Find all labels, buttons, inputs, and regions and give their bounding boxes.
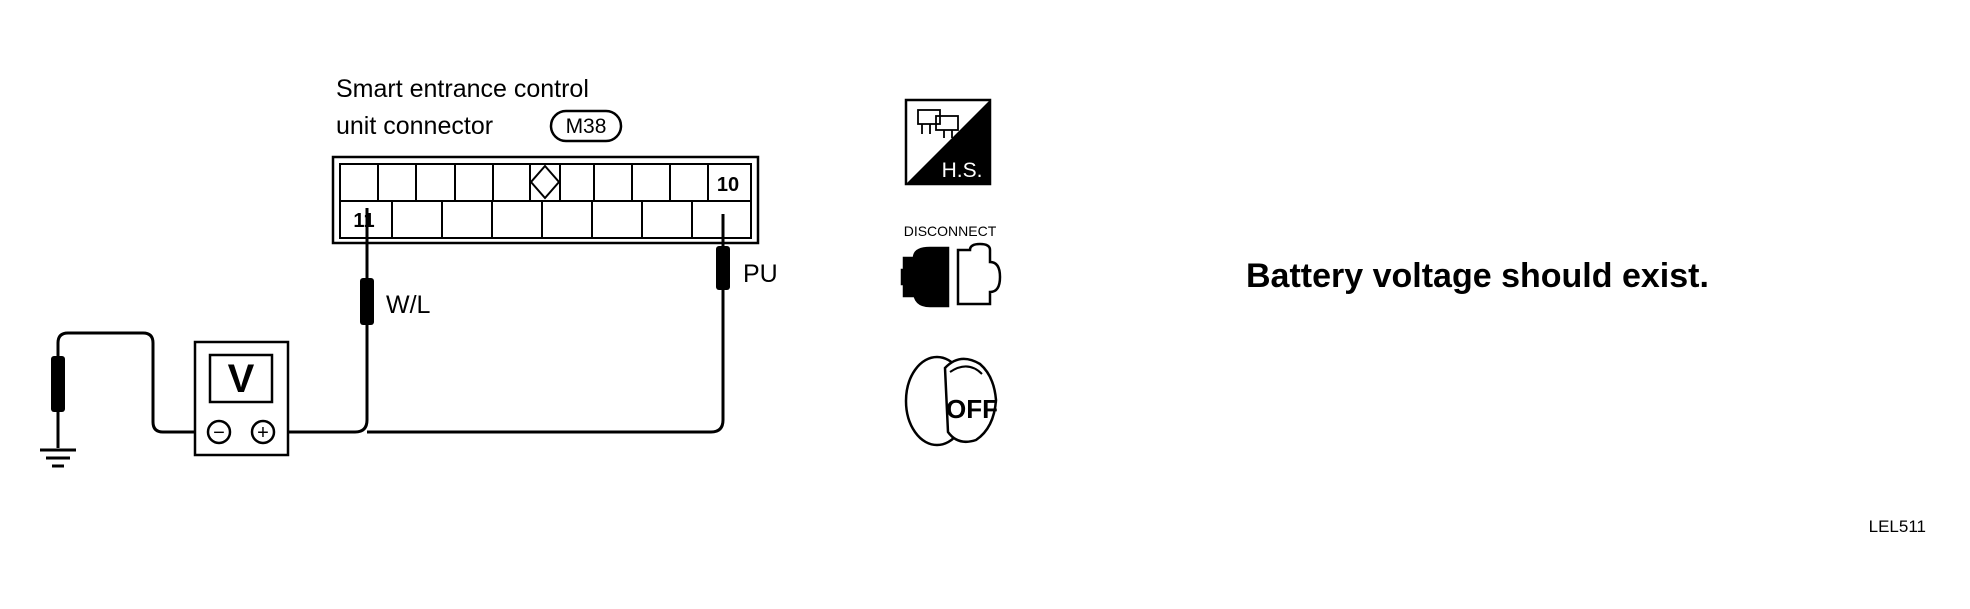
figure-code: LEL511 <box>1869 517 1926 536</box>
harness-connector-icon <box>917 109 959 138</box>
voltmeter: V − + <box>193 340 290 457</box>
probe-tips <box>51 246 730 412</box>
disconnect-label: DISCONNECT <box>904 223 997 239</box>
wiring <box>56 208 725 448</box>
wire-color-pu: PU <box>743 260 778 288</box>
harness-side-icon: H.S. <box>904 98 992 186</box>
ignition-off-icon: OFF <box>904 355 998 447</box>
connector-badge-label: M38 <box>566 115 607 138</box>
ground-symbol <box>40 448 76 468</box>
disconnect-icon <box>900 242 1002 308</box>
pin-10-label: 10 <box>717 174 739 196</box>
ignition-off-label: OFF <box>946 394 998 424</box>
right-probe <box>716 246 730 290</box>
connector-body <box>331 155 760 245</box>
harness-side-label: H.S. <box>942 159 983 182</box>
left-probe <box>360 278 374 325</box>
voltmeter-plus: + <box>257 422 269 444</box>
result-statement: Battery voltage should exist. <box>1246 257 1709 295</box>
pin-11-label: 11 <box>353 210 374 232</box>
connector-title-line1: Smart entrance control <box>336 75 589 103</box>
voltmeter-symbol: V <box>228 357 255 401</box>
connector-badge: M38 <box>549 109 623 143</box>
voltmeter-minus: − <box>213 422 225 444</box>
connector-title-line2: unit connector <box>336 112 493 140</box>
ground-probe <box>51 356 65 412</box>
wire-color-wl: W/L <box>386 291 431 319</box>
